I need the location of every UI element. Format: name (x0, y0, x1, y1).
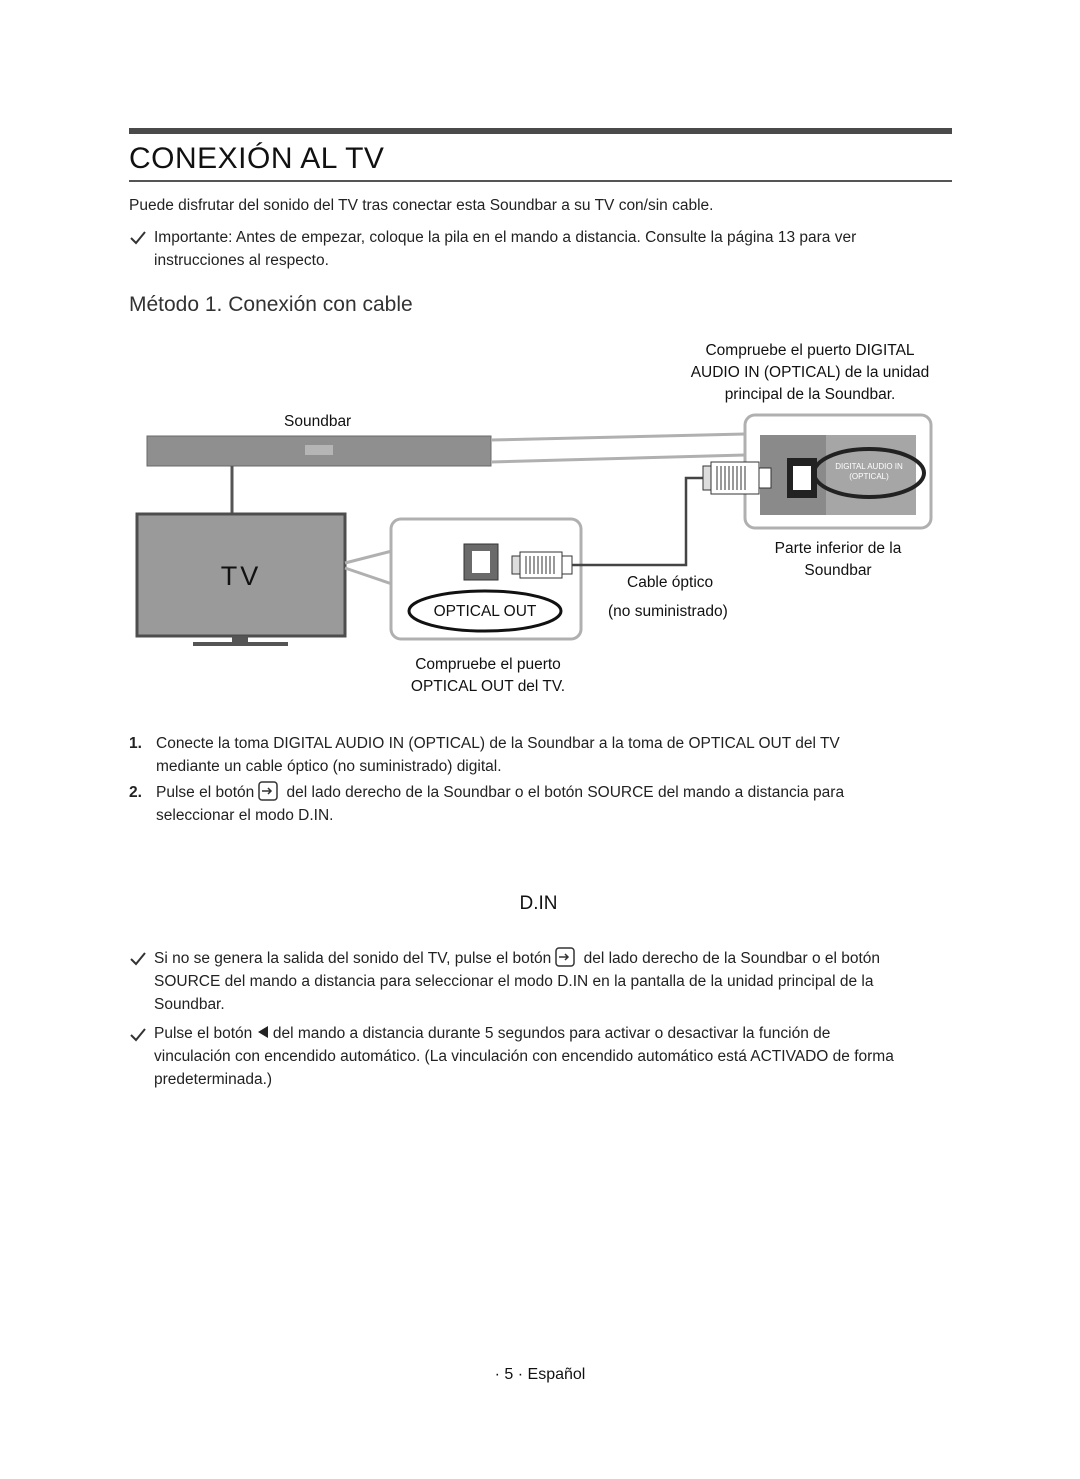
check-icon (130, 231, 146, 245)
soundbar-display-shape (305, 445, 333, 455)
diagram-graphics (135, 413, 933, 646)
page-title: CONEXIÓN AL TV (129, 142, 385, 175)
tv-label: TV (220, 561, 262, 591)
note-auto-power: Pulse el botón del mando a distancia dur… (154, 1025, 894, 1088)
page-footer: · 5 · Español (494, 1366, 586, 1383)
optical-out-label: OPTICAL OUT (433, 603, 537, 620)
cable-label-line2: (no suministrado) (608, 603, 728, 620)
note-important-line2: instrucciones al respecto. (154, 252, 329, 269)
note-source: Si no se genera la salida del sonido del… (154, 947, 944, 1016)
left-triangle-icon (257, 1026, 268, 1038)
port-highlight-oval (812, 447, 926, 499)
note-important-line1: Importante: Antes de empezar, coloque la… (154, 229, 857, 246)
connection-diagram: Compruebe el puerto DIGITAL AUDIO IN (OP… (0, 0, 1080, 914)
check-icon (130, 952, 146, 966)
intro-text: Puede disfrutar del sonido del TV tras c… (129, 197, 714, 214)
soundbar-label: Soundbar (284, 413, 352, 430)
source-input-icon (258, 781, 278, 801)
source-input-icon (555, 947, 576, 967)
optical-out-oval (407, 589, 563, 633)
din-display-label: D.IN (519, 893, 558, 914)
optical-cable (572, 476, 703, 567)
top-rule (129, 128, 952, 134)
tv-stand-shape (193, 642, 288, 646)
soundbar-bottom-label: Parte inferior de la Soundbar (774, 540, 902, 579)
check-port-label: Compruebe el puerto DIGITAL AUDIO IN (OP… (690, 342, 930, 403)
step-2: 2. Pulse el botón del lado derecho de la… (129, 781, 919, 829)
section-title: Método 1. Conexión con cable (129, 293, 413, 316)
title-rule (129, 180, 952, 182)
tv-shape (135, 512, 347, 638)
check-icon (130, 1028, 146, 1042)
port-label: DIGITAL AUDIO IN (OPTICAL) (835, 462, 903, 481)
step-1: 1. Conecte la toma DIGITAL AUDIO IN (OPT… (129, 735, 840, 775)
check-tv-port-label: Compruebe el puerto OPTICAL OUT del TV. (410, 656, 566, 695)
cable-label-line1: Cable óptico (627, 574, 714, 591)
